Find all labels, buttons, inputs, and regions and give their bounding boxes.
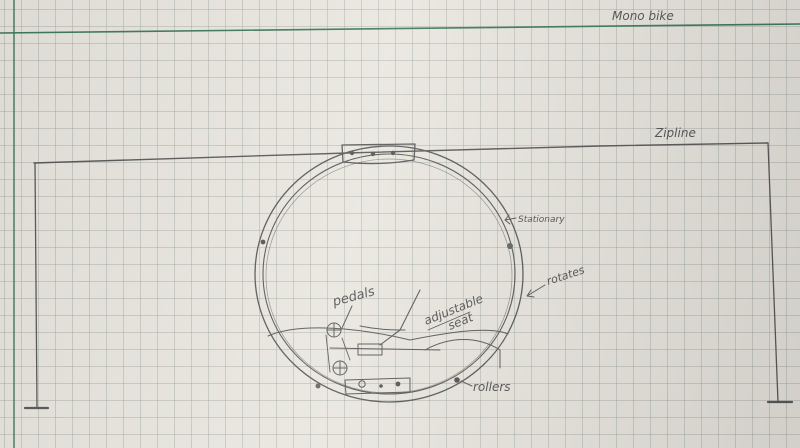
roller-1 — [359, 381, 365, 387]
left-support-post — [35, 163, 37, 408]
title-label: Mono bike — [612, 9, 674, 23]
roller-2 — [379, 384, 383, 388]
rollers-label: rollers — [473, 380, 511, 394]
top-margin-line — [0, 24, 800, 33]
zipline-label: Zipline — [654, 126, 696, 140]
stationary-label: Stationary — [518, 215, 565, 225]
ring-bolt-left — [261, 240, 266, 245]
ring-bolt-right — [507, 243, 513, 249]
rider-seat-back — [425, 340, 500, 369]
rollers-arrow — [461, 381, 472, 386]
seat-mount-box — [358, 344, 382, 355]
seat-post — [380, 290, 420, 345]
pedals-label: pedals — [330, 284, 376, 310]
rotates-label: rotates — [545, 263, 586, 288]
stationary-arrow — [505, 215, 516, 224]
rotates-arrow — [527, 285, 545, 297]
ring-bolt-bottom-left — [316, 384, 321, 389]
right-support-post — [768, 143, 778, 402]
roller-3 — [396, 382, 401, 387]
rotating-inner-ring-shadow — [266, 159, 512, 393]
seat-cushion — [360, 326, 405, 330]
pedals-arrow — [342, 306, 352, 328]
stationary-outer-ring — [255, 146, 523, 402]
roller-platform — [345, 378, 410, 394]
ring-bolt-bottom-right — [454, 377, 460, 383]
